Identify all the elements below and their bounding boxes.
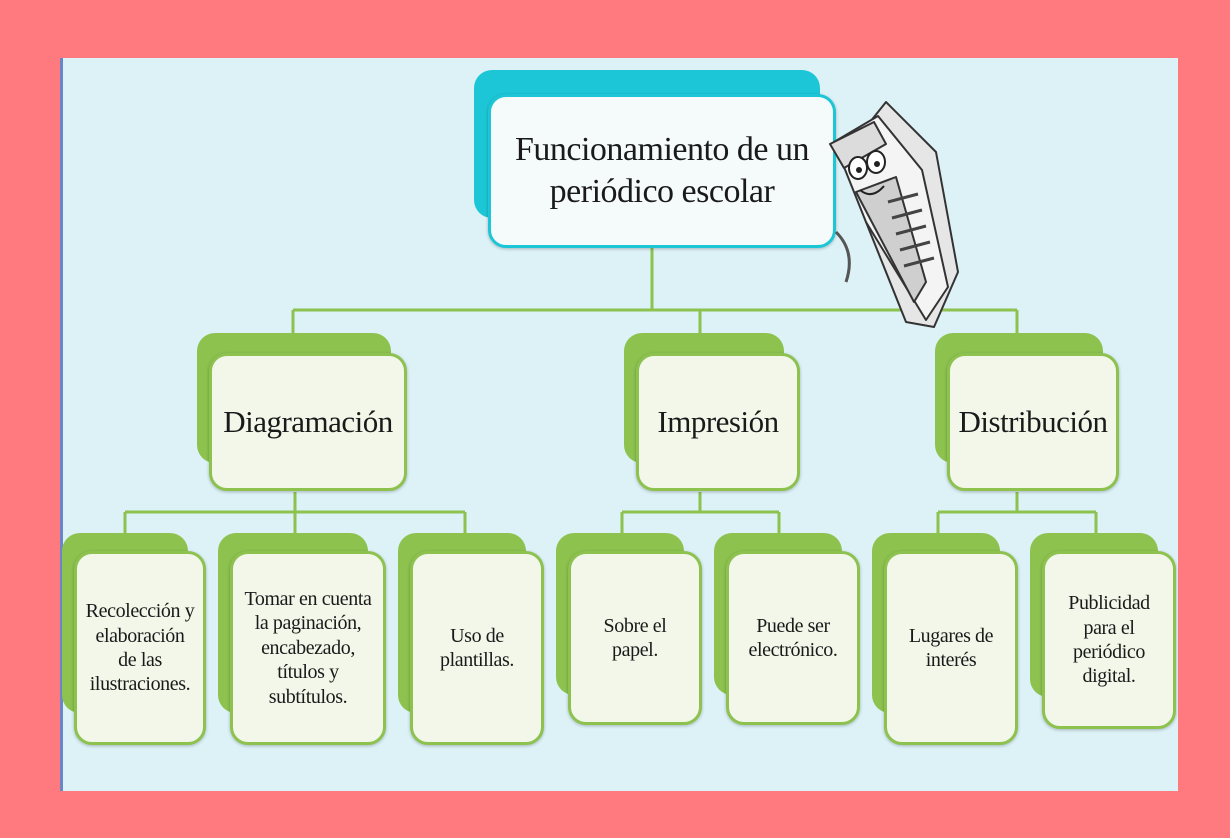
- leaf-label: Uso de plantillas.: [410, 551, 544, 745]
- branch-node-distribucion: Distribución: [935, 333, 1119, 493]
- leaf-label: Sobre el papel.: [568, 551, 702, 725]
- leaf-node: Sobre el papel.: [556, 533, 702, 727]
- branch-node-diagramacion: Diagramación: [197, 333, 407, 493]
- branch-label-impresion: Impresión: [636, 353, 800, 491]
- leaf-node: Uso de plantillas.: [398, 533, 544, 747]
- leaf-label: Tomar en cuenta la paginación, encabezad…: [230, 551, 386, 745]
- branch-node-impresion: Impresión: [624, 333, 800, 493]
- branch-label-diagramacion: Diagramación: [209, 353, 407, 491]
- leaf-node: Puede ser electrónico.: [714, 533, 860, 727]
- leaf-node: Recolección y elaboración de las ilustra…: [62, 533, 206, 747]
- leaf-node: Tomar en cuenta la paginación, encabezad…: [218, 533, 386, 747]
- leaf-label: Publicidad para el periódico digital.: [1042, 551, 1176, 729]
- leaf-label: Recolección y elaboración de las ilustra…: [74, 551, 206, 745]
- leaf-label: Puede ser electrónico.: [726, 551, 860, 725]
- leaf-label: Lugares de interés: [884, 551, 1018, 745]
- root-node: Funcionamiento de un periódico escolar: [474, 70, 836, 250]
- leaf-node: Lugares de interés: [872, 533, 1018, 747]
- leaf-node: Publicidad para el periódico digital.: [1030, 533, 1176, 731]
- branch-label-distribucion: Distribución: [947, 353, 1119, 491]
- root-label: Funcionamiento de un periódico escolar: [488, 94, 836, 248]
- rolled-newspaper-icon: [829, 101, 959, 328]
